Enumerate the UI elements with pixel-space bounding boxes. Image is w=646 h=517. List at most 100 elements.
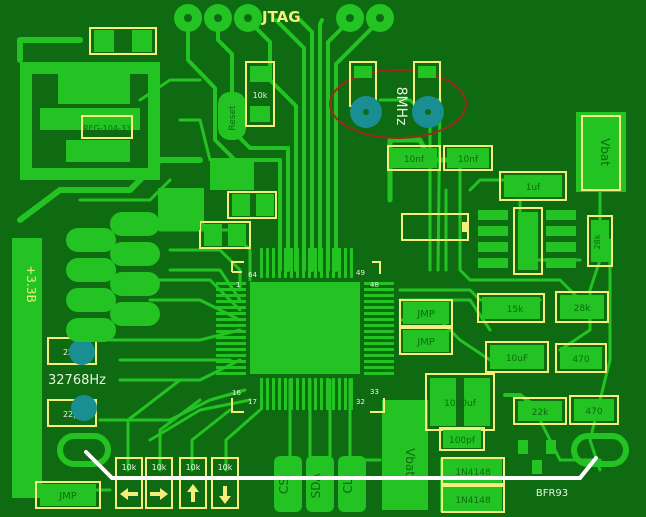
connector-pad-left (57, 433, 111, 467)
right-passives: 15k 28k 10uF 470 22k 470 (477, 291, 619, 425)
jumper-label: JMP (58, 491, 77, 502)
resistor-28k-vertical (587, 215, 613, 267)
arrow-down-icon (219, 486, 231, 504)
cap-outline (485, 341, 549, 373)
reset-label: Reset (228, 105, 238, 131)
chip-pins-right (364, 282, 394, 375)
resistor-15k-label: 15k (507, 305, 524, 315)
rtc-cap-bottom-label: 22pf (63, 410, 81, 419)
cap-10uf-label: 10uF (506, 354, 528, 364)
resistor-outline (115, 457, 143, 509)
diodes: 1N4148 1N4148 BFR93 (441, 440, 568, 513)
jumper-label: JMP (416, 337, 435, 348)
bottom-parts: 10k 10k 10k 10k CS SDA CL Vbat (115, 448, 417, 512)
chip-pins-left (216, 282, 246, 375)
part-outline (199, 221, 251, 249)
pad-cl-label: CL (341, 478, 355, 493)
rtc-label: 32768Hz (48, 373, 106, 388)
ic-outline (401, 213, 469, 241)
jumper-pad[interactable] (403, 330, 449, 352)
ic-notch (462, 222, 468, 232)
vbat-connector-label: Vbat (403, 448, 417, 476)
pad (591, 220, 609, 262)
chip-pins-top (260, 248, 353, 278)
transistor-label: BFR93 (536, 488, 568, 499)
crystal-outline (329, 69, 467, 139)
crystal-label: 8MHz (393, 87, 409, 126)
jumper-pad[interactable] (403, 302, 449, 324)
jumper-label: JMP (416, 309, 435, 320)
cap-1uf-outline (499, 171, 567, 201)
chip-pin-32: 32 (356, 398, 365, 406)
jumper-pad[interactable] (40, 484, 96, 506)
chip-corner-br (370, 398, 385, 413)
arrow-icons (120, 484, 231, 504)
chip-pin-48: 48 (370, 281, 379, 289)
chip-pin-33: 33 (370, 388, 379, 396)
pad (94, 30, 114, 52)
jtag-pin-hole (376, 14, 384, 22)
part-outline (227, 191, 277, 219)
cap-10nf-label: 10nf (458, 155, 479, 165)
diode-outline (441, 457, 505, 485)
rtc-pad (69, 339, 95, 365)
pad (256, 194, 274, 216)
resistor-10k-label: 10k (122, 463, 137, 472)
chip-corner-tr (372, 261, 381, 274)
resistor-28k-label: 28k (574, 304, 591, 314)
jtag-header: JTAG (174, 4, 394, 32)
arrow-left-icon (120, 488, 138, 500)
cap-1uf-label: 1uf (526, 183, 541, 193)
diode-label: 1N4148 (455, 496, 491, 506)
crystal-section: 22p 22p 8MHz (329, 61, 467, 139)
cap-body (447, 148, 489, 168)
resistor-outline (145, 457, 173, 509)
pad (354, 66, 372, 78)
vbat-area: Vbat 28k (581, 115, 621, 267)
regulator-outline (81, 115, 133, 139)
resistor-28k-vertical-label: 28k (593, 234, 602, 249)
top-left-parts: REG-104-33 (81, 27, 277, 249)
vbat-label: Vbat (598, 138, 612, 166)
jumper-wire (84, 450, 598, 480)
pad (250, 66, 270, 82)
oval-pads (66, 212, 160, 342)
jumpers: JMP JMP JMP (35, 299, 453, 509)
diode-label: 1N4148 (455, 468, 491, 478)
resistor-outline (179, 457, 207, 509)
jumper-outline (399, 299, 453, 327)
reset-resistor-label: 10k (253, 91, 268, 100)
pad (418, 66, 436, 78)
chip-pin-1: 1 (236, 281, 240, 289)
pad-cs-label: CS (277, 478, 291, 494)
connector-pad-right (571, 433, 629, 467)
reset-section: Reset 10k (218, 61, 275, 140)
pad-cs (274, 456, 302, 512)
cap-100pf-outline (439, 427, 485, 451)
part-outline (89, 27, 157, 55)
pad (228, 224, 246, 246)
jtag-pin-hole (244, 14, 252, 22)
resistor-body (574, 399, 614, 421)
decoupling-caps: 10nf 10nf 1uf (387, 145, 567, 241)
cap-body (391, 148, 437, 168)
cap-body (504, 175, 562, 197)
cap-10nf-label: 10nf (404, 155, 425, 165)
cap-body (443, 430, 481, 448)
arrow-right-icon (150, 488, 168, 500)
pad (132, 30, 152, 52)
pad-cl (338, 456, 366, 512)
pad (250, 106, 270, 122)
chip-corner-tl (231, 261, 244, 273)
qfp-chip: 64 1 49 48 16 17 32 33 (216, 248, 394, 413)
chip-pin-49: 49 (356, 269, 365, 277)
resistor-470-label: 470 (572, 355, 589, 365)
jtag-pin-hole (214, 14, 222, 22)
cap-outline (387, 145, 441, 171)
resistor-body (482, 297, 540, 319)
big-caps: 1000uf 100pf (425, 373, 495, 451)
reset-button[interactable] (218, 92, 246, 140)
resistor-outline (569, 395, 619, 425)
